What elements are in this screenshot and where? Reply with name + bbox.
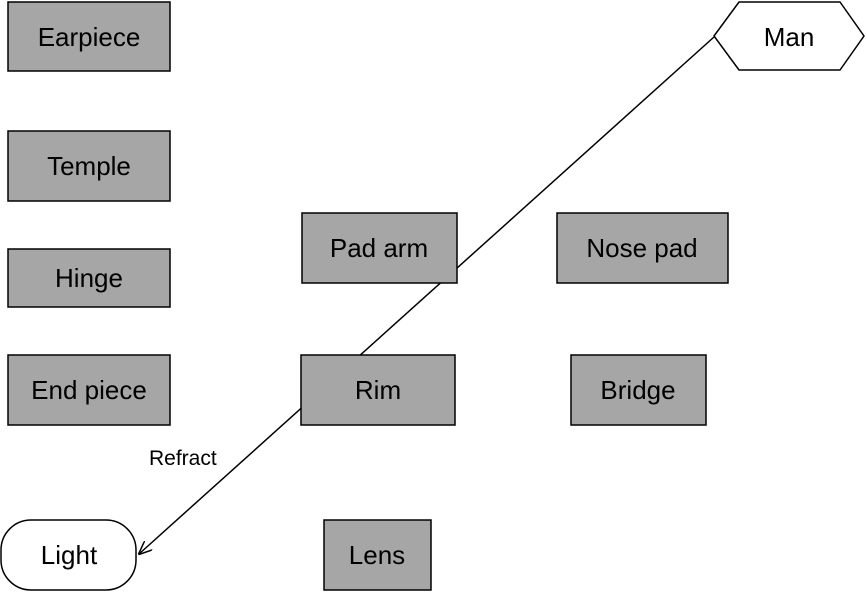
node-nose-pad[interactable]: Nose pad	[556, 212, 729, 284]
pad-arm-box[interactable]	[301, 212, 458, 284]
lens-label: Lens	[349, 540, 405, 570]
lens-box[interactable]	[323, 519, 432, 591]
earpiece-box[interactable]	[7, 1, 171, 72]
bridge-label: Bridge	[600, 375, 675, 405]
light-label: Light	[41, 540, 98, 570]
hinge-label: Hinge	[55, 263, 123, 293]
end-piece-label: End piece	[31, 375, 147, 405]
man-label: Man	[764, 22, 815, 52]
end-piece-box[interactable]	[7, 354, 171, 426]
nose-pad-label: Nose pad	[586, 233, 697, 263]
node-earpiece[interactable]: Earpiece	[7, 1, 171, 72]
pad-arm-label: Pad arm	[330, 233, 428, 263]
nose-pad-box[interactable]	[556, 212, 729, 284]
rim-label: Rim	[355, 375, 401, 405]
node-light[interactable]: Light	[0, 519, 137, 591]
earpiece-label: Earpiece	[38, 22, 141, 52]
rim-box[interactable]	[300, 354, 456, 426]
node-lens[interactable]: Lens	[323, 519, 432, 591]
node-bridge[interactable]: Bridge	[570, 354, 707, 426]
edge-man-to-light[interactable]: Refract	[139, 36, 715, 554]
node-man[interactable]: Man	[713, 1, 865, 71]
node-rim[interactable]: Rim	[300, 354, 456, 426]
hinge-box[interactable]	[7, 248, 171, 308]
edge-label-refract: Refract	[149, 447, 217, 470]
temple-label: Temple	[47, 151, 131, 181]
node-hinge[interactable]: Hinge	[7, 248, 171, 308]
refract-arrow-line[interactable]	[139, 36, 715, 554]
node-end-piece[interactable]: End piece	[7, 354, 171, 426]
man-hexagon[interactable]	[713, 1, 865, 71]
temple-box[interactable]	[7, 130, 171, 202]
light-rounded-box[interactable]	[0, 519, 137, 591]
node-pad-arm[interactable]: Pad arm	[301, 212, 458, 284]
bridge-box[interactable]	[570, 354, 707, 426]
node-temple[interactable]: Temple	[7, 130, 171, 202]
